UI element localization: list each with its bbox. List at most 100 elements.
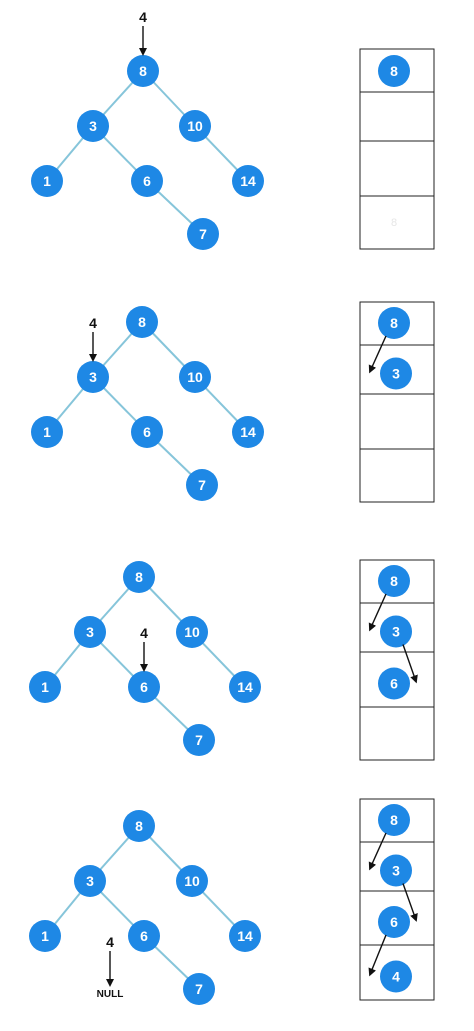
node-label: 7 xyxy=(199,226,207,242)
stack-item-circle xyxy=(378,55,410,87)
stack-item-label: 3 xyxy=(392,863,400,879)
stack-item-label: 8 xyxy=(390,812,398,828)
stack-link-arrow xyxy=(402,644,418,684)
node-label: 6 xyxy=(143,173,151,189)
node-label: 14 xyxy=(240,424,256,440)
node-label: 8 xyxy=(138,314,146,330)
search-key-label: 4 xyxy=(140,625,148,641)
node-circle xyxy=(31,165,63,197)
tree-node-8: 8 xyxy=(127,55,159,87)
node-circle xyxy=(74,616,106,648)
node-circle xyxy=(74,865,106,897)
node-label: 8 xyxy=(139,63,147,79)
node-label: 7 xyxy=(195,981,203,997)
stack-item-circle xyxy=(378,667,410,700)
ghost-label: 8 xyxy=(391,217,397,229)
node-circle xyxy=(229,920,261,952)
tree-node-3: 3 xyxy=(74,616,106,648)
node-label: 14 xyxy=(237,928,253,944)
stack-item-label: 8 xyxy=(390,315,398,331)
node-circle xyxy=(123,561,155,593)
tree-node-1: 1 xyxy=(31,416,63,448)
stack-item-8: 8 xyxy=(378,55,410,87)
stack-item-label: 8 xyxy=(390,63,398,79)
node-label: 6 xyxy=(140,928,148,944)
tree-node-10: 10 xyxy=(176,865,208,897)
tree-node-6: 6 xyxy=(131,165,163,197)
stack-link-arrow xyxy=(368,934,387,977)
stack-link-arrow xyxy=(368,832,387,871)
tree-node-8: 8 xyxy=(126,306,158,338)
stack-container: 83 xyxy=(359,301,435,503)
tree-node-7: 7 xyxy=(186,469,218,501)
node-label: 3 xyxy=(86,624,94,640)
stack-link-arrow xyxy=(402,883,418,922)
node-circle xyxy=(229,671,261,703)
null-label: NULL xyxy=(97,989,124,1000)
node-label: 14 xyxy=(240,173,256,189)
node-circle xyxy=(183,724,215,756)
search-pointer: 4 xyxy=(89,315,97,362)
stack-container: 88 xyxy=(359,48,435,250)
node-circle xyxy=(179,110,211,142)
tree-node-7: 7 xyxy=(183,724,215,756)
tree-node-10: 10 xyxy=(179,361,211,393)
node-circle xyxy=(128,671,160,703)
search-key-label: 4 xyxy=(89,315,97,331)
node-label: 6 xyxy=(143,424,151,440)
tree-node-7: 7 xyxy=(183,973,215,1005)
node-label: 10 xyxy=(184,624,200,640)
node-circle xyxy=(77,361,109,393)
node-circle xyxy=(29,920,61,952)
node-circle xyxy=(29,671,61,703)
node-circle xyxy=(232,416,264,448)
stack-item-label: 3 xyxy=(392,366,400,382)
stack-item-3: 3 xyxy=(380,615,412,648)
node-label: 8 xyxy=(135,818,143,834)
stack-link-arrow xyxy=(368,593,387,632)
tree-node-8: 8 xyxy=(123,561,155,593)
tree-node-1: 1 xyxy=(31,165,63,197)
tree-node-14: 14 xyxy=(232,416,264,448)
stack-item-circle xyxy=(380,357,412,390)
node-label: 6 xyxy=(140,679,148,695)
node-label: 10 xyxy=(187,118,203,134)
tree-node-8: 8 xyxy=(123,810,155,842)
node-circle xyxy=(126,306,158,338)
stack-item-8: 8 xyxy=(378,307,410,339)
tree-node-3: 3 xyxy=(74,865,106,897)
node-circle xyxy=(123,810,155,842)
tree-node-14: 14 xyxy=(229,920,261,952)
tree-node-3: 3 xyxy=(77,110,109,142)
stack-item-4: 4 xyxy=(380,960,412,993)
tree-node-14: 14 xyxy=(229,671,261,703)
node-label: 7 xyxy=(198,477,206,493)
stack-item-label: 4 xyxy=(392,969,400,985)
node-circle xyxy=(131,165,163,197)
stack-item-6: 6 xyxy=(378,667,410,700)
node-label: 10 xyxy=(187,369,203,385)
tree-node-3: 3 xyxy=(77,361,109,393)
node-label: 10 xyxy=(184,873,200,889)
stack-item-3: 3 xyxy=(380,357,412,390)
node-label: 1 xyxy=(43,173,51,189)
node-label: 3 xyxy=(89,118,97,134)
node-circle xyxy=(179,361,211,393)
tree-node-6: 6 xyxy=(131,416,163,448)
node-circle xyxy=(176,865,208,897)
node-circle xyxy=(187,218,219,250)
stack-item-label: 8 xyxy=(390,573,398,589)
stack-item-circle xyxy=(380,615,412,648)
tree-node-10: 10 xyxy=(179,110,211,142)
stack-item-circle xyxy=(380,854,412,887)
tree-node-6: 6 xyxy=(128,671,160,703)
node-label: 7 xyxy=(195,732,203,748)
stack-item-8: 8 xyxy=(378,565,410,597)
node-circle xyxy=(127,55,159,87)
node-circle xyxy=(128,920,160,952)
